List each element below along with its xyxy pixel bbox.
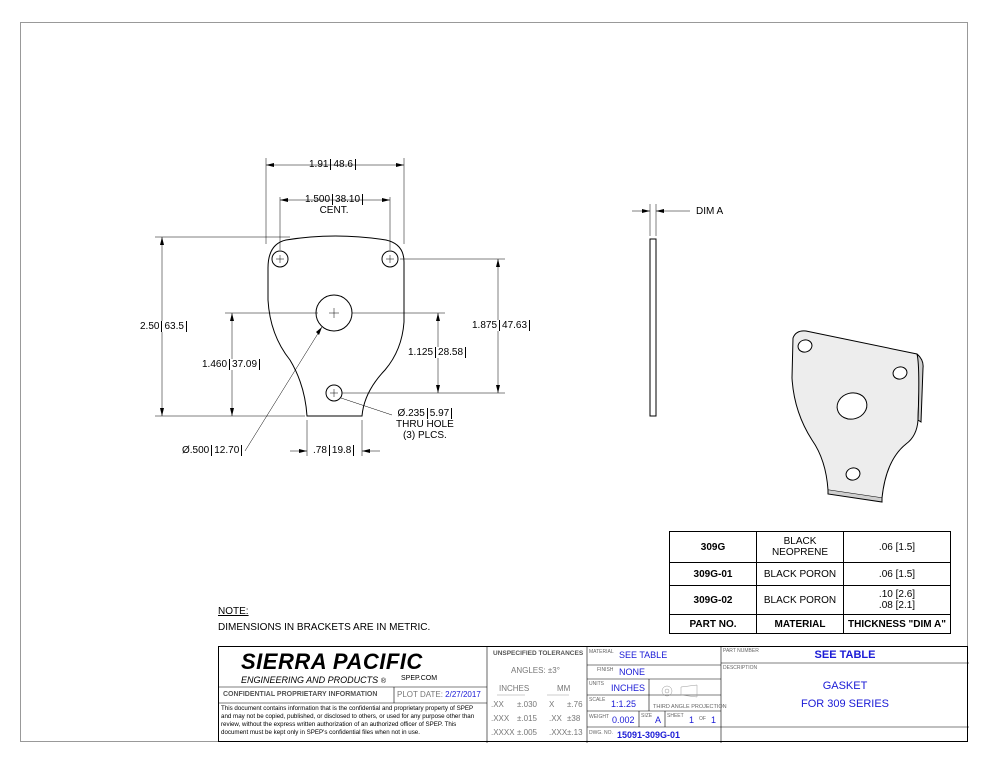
note-title: NOTE: xyxy=(218,606,249,617)
dwg-label: DWG. NO. xyxy=(589,730,613,736)
size-value: A xyxy=(655,715,662,725)
of-label: OF xyxy=(699,716,706,722)
tolerance-inches-label: INCHES xyxy=(499,684,530,693)
weight-value: 0.002 xyxy=(612,715,635,725)
table-header-row: PART NO. MATERIAL THICKNESS "DIM A" xyxy=(669,614,951,634)
confidential-label: CONFIDENTIAL PROPRIETARY INFORMATION xyxy=(223,691,378,698)
dim-a-label: DIM A xyxy=(696,206,724,217)
sheet-value: 1 xyxy=(689,715,695,725)
title-block-grid xyxy=(219,647,969,743)
description-label: DESCRIPTION xyxy=(723,665,758,671)
gasket-outline xyxy=(267,235,405,417)
sheet-total: 1 xyxy=(711,715,717,725)
sheet-label: SHEET xyxy=(667,713,684,719)
company-sub: ENGINEERING AND PRODUCTS ® xyxy=(241,675,386,685)
projection-icon xyxy=(661,684,698,698)
company-name: SIERRA PACIFIC xyxy=(241,649,423,674)
table-row: 309G-01 BLACK PORON .06 [1.5] xyxy=(669,562,951,586)
side-view-plate xyxy=(649,238,657,417)
table-row: 309G-02 BLACK PORON .10 [2.6].08 [2.1] xyxy=(669,585,951,615)
projection-label: THIRD ANGLE PROJECTION xyxy=(653,704,727,710)
hole-top-right xyxy=(381,250,399,268)
part-number-label: PART NUMBER xyxy=(723,648,759,654)
material-value: SEE TABLE xyxy=(619,650,668,660)
tolerance-mm-label: MM xyxy=(557,684,571,693)
plot-date: PLOT DATE: 2/27/2017 xyxy=(397,690,481,699)
weight-label: WEIGHT xyxy=(589,714,609,720)
scale-label: SCALE xyxy=(589,697,606,703)
hole-top-left xyxy=(271,250,289,268)
website: SPEP.COM xyxy=(401,675,438,682)
units-value: INCHES xyxy=(611,683,646,693)
description-value: GASKET FOR 309 SERIES xyxy=(800,680,890,710)
scale-value: 1:1.25 xyxy=(611,699,637,709)
part-number-value: SEE TABLE xyxy=(814,649,876,661)
isometric-view xyxy=(791,330,924,503)
tolerance-title: UNSPECIFIED TOLERANCES xyxy=(493,650,584,657)
material-label: MATERIAL xyxy=(589,649,614,655)
confidential-text: This document contains information that … xyxy=(221,705,475,736)
dwg-number: 15091-309G-01 xyxy=(617,730,681,740)
finish-label: FINISH xyxy=(597,667,614,673)
size-label: SIZE xyxy=(641,713,653,719)
units-label: UNITS xyxy=(589,681,604,687)
tolerance-angles: ANGLES: ±3° xyxy=(511,666,560,675)
drawing-note: NOTE: DIMENSIONS IN BRACKETS ARE IN METR… xyxy=(218,606,430,633)
title-block: SIERRA PACIFIC ENGINEERING AND PRODUCTS … xyxy=(218,646,969,743)
note-text: DIMENSIONS IN BRACKETS ARE IN METRIC. xyxy=(218,622,431,633)
finish-value: NONE xyxy=(619,667,646,677)
